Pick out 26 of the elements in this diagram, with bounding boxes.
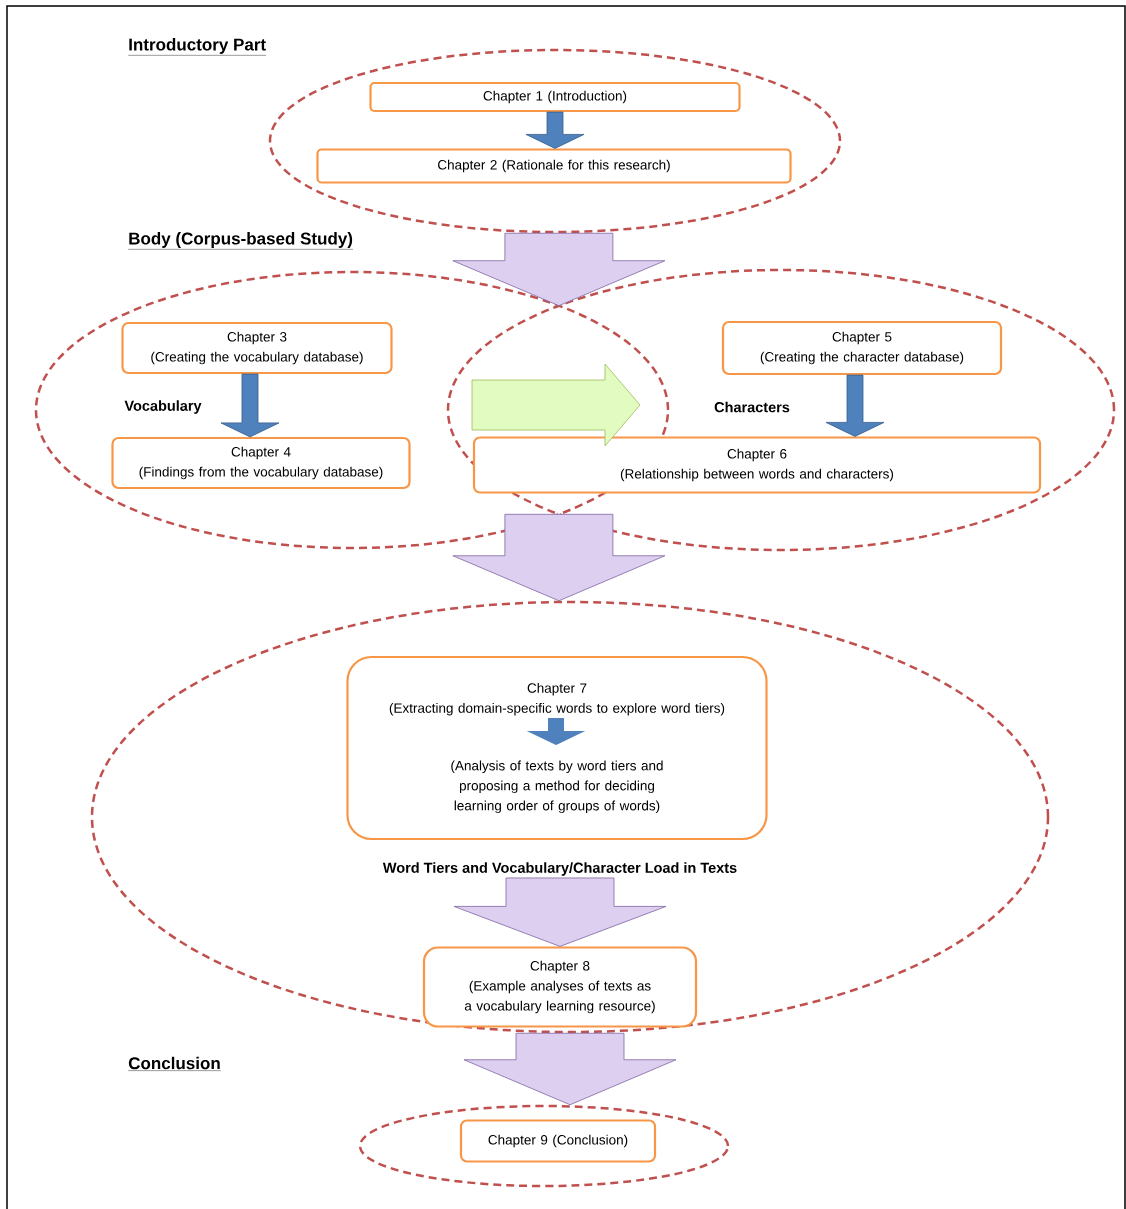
chapter-box: Chapter 3 (Creating the vocabulary database)	[121, 321, 393, 375]
group-label: Characters	[714, 401, 790, 413]
dashed-ellipse	[90, 600, 1050, 1034]
block-arrow	[525, 111, 585, 149]
dashed-ellipse	[268, 48, 842, 234]
chapter-box: Chapter 5 (Creating the character database)	[721, 320, 1003, 376]
chapter-box: Chapter 2 (Rationale for this research)	[316, 148, 792, 184]
chapter-box: Chapter 7 (Extracting domain-specific words to explore word tiers) (Analysis of texts by word tiers and proposing a method for deciding learning order of groups of words)	[346, 655, 768, 841]
group-label: Word Tiers and Vocabulary/Character Load in Texts	[382, 862, 737, 876]
chapter-box: Chapter 8 (Example analyses of texts as a vocabulary learning resource)	[422, 946, 698, 1028]
block-arrow	[452, 513, 666, 602]
block-arrow	[220, 373, 280, 438]
group-label: Vocabulary	[124, 400, 202, 414]
block-arrow	[825, 374, 885, 437]
chapter-box: Chapter 6 (Relationship between words and characters)	[472, 436, 1042, 494]
section-heading: Conclusion	[128, 1056, 221, 1071]
chapter-box: Chapter 9 (Conclusion)	[459, 1119, 657, 1163]
section-heading: Body (Corpus-based Study)	[128, 232, 354, 250]
chapter-box: Chapter 1 (Introduction)	[369, 81, 741, 113]
chapter-box: Chapter 4 (Findings from the vocabulary database)	[111, 436, 411, 490]
block-arrow	[453, 877, 667, 947]
block-arrow	[452, 232, 666, 307]
section-heading: Introductory Part	[128, 38, 267, 56]
dashed-ellipse	[446, 268, 1116, 552]
block-arrow	[463, 1032, 677, 1106]
dashed-ellipse	[358, 1104, 730, 1188]
